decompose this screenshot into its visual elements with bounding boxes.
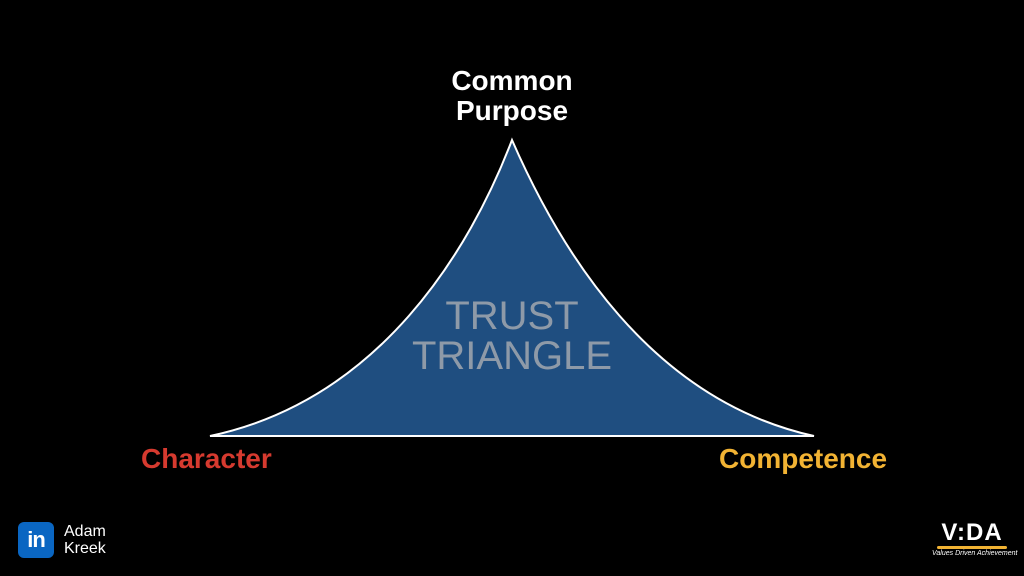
triangle-center-label: TRUST TRIANGLE	[392, 296, 632, 376]
vida-logo-tagline: Values Driven Achievement	[932, 550, 1018, 557]
author-name: Adam Kreek	[64, 523, 106, 557]
author-first-name: Adam	[64, 523, 106, 540]
center-label-line-1: TRUST	[445, 294, 579, 338]
vida-logo-underline	[937, 546, 1007, 549]
vertex-label-top-line-1: Common	[451, 65, 573, 96]
vertex-label-left: Character	[141, 443, 272, 474]
author-last-name: Kreek	[64, 540, 106, 557]
vertex-label-right: Competence	[719, 443, 888, 474]
trust-triangle-shape	[209, 137, 815, 437]
vida-logo-word: V:DA	[941, 519, 1003, 546]
center-label-line-2: TRIANGLE	[411, 334, 613, 378]
linkedin-icon[interactable]: in	[18, 522, 54, 558]
author-brand: in Adam Kreek	[18, 520, 106, 560]
vertex-label-top: Common Purpose	[412, 66, 612, 126]
vida-logo: V:DA Values Driven Achievement	[932, 519, 1018, 559]
vertex-label-top-line-2: Purpose	[455, 95, 569, 126]
